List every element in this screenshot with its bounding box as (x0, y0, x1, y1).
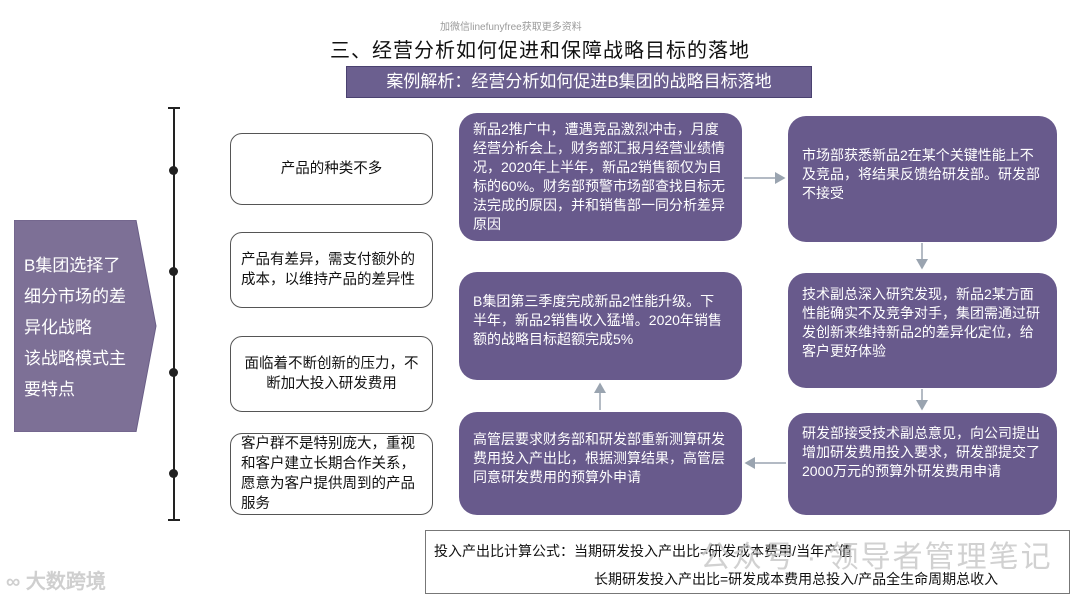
page-title: 三、经营分析如何促进和保障战略目标的落地 (330, 40, 750, 62)
strategy-line: 异化战略 (24, 318, 92, 337)
feature-text: 产品有差异，需支付额外的成本，以维持产品的差异性 (241, 252, 415, 288)
infinity-icon: ∞ (6, 571, 26, 593)
flow-step-text: 研发部接受技术副总意见，向公司提出增加研发费用投入要求，研发部提交了2000万元… (802, 425, 1040, 479)
case-subtitle-banner: 案例解析：经营分析如何促进B集团的战略目标落地 (346, 66, 812, 98)
strategy-arrow-shape (14, 220, 157, 432)
flow-step-text: 新品2推广中，遭遇竞品激烈冲击，月度经营分析会上，财务部汇报月经营业绩情况，20… (473, 121, 726, 232)
formula-line-longterm: 长期研发投入产出比=研发成本费用总投入/产品全生命周期总收入 (594, 571, 999, 587)
flow-step-text: 市场部获悉新品2在某个关键性能上不及竞品，将结果反馈给研发部。研发部不接受 (802, 147, 1040, 201)
strategy-line: B集团选择了 (24, 256, 121, 275)
feature-box-2: 产品有差异，需支付额外的成本，以维持产品的差异性 (230, 232, 433, 308)
timeline-dot (169, 267, 178, 276)
feature-text: 客户群不是特别庞大，重视和客户建立长期合作关系，愿意为客户提供周到的产品服务 (241, 436, 415, 512)
formula-line-current: 投入产出比计算公式：当期研发投入产出比=研发成本费用/当年产值 (434, 543, 853, 559)
brand-watermark-text: 大数跨境 (25, 571, 106, 593)
flow-step-6: B集团第三季度完成新品2性能升级。下半年，新品2销售收入猛增。2020年销售额的… (459, 272, 742, 380)
timeline-dot (169, 469, 178, 478)
strategy-line: 该战略模式主 (24, 349, 126, 368)
flow-step-4: 研发部接受技术副总意见，向公司提出增加研发费用投入要求，研发部提交了2000万元… (788, 413, 1057, 515)
flow-step-text: 高管层要求财务部和研发部重新测算研发费用投入产出比，根据测算结果，高管层同意研发… (473, 431, 725, 485)
feature-timeline (173, 108, 175, 520)
timeline-tick (168, 519, 180, 521)
feature-box-3: 面临着不断创新的压力，不断加大投入研发费用 (230, 336, 433, 412)
feature-box-4: 客户群不是特别庞大，重视和客户建立长期合作关系，愿意为客户提供周到的产品服务 (230, 433, 433, 515)
feature-box-1: 产品的种类不多 (230, 133, 433, 205)
account-watermark: 公众号 · 领导者管理笔记 (700, 541, 1053, 574)
flow-step-text: B集团第三季度完成新品2性能升级。下半年，新品2销售收入猛增。2020年销售额的… (473, 293, 722, 347)
formula-box: 投入产出比计算公式：当期研发投入产出比=研发成本费用/当年产值 长期研发投入产出… (425, 530, 1070, 594)
flow-step-3: 技术副总深入研究发现，新品2某方面性能确实不及竞争对手，集团需通过研发创新来维持… (788, 273, 1057, 388)
brand-watermark: ∞ 大数跨境 (6, 565, 106, 594)
strategy-line: 要特点 (24, 380, 75, 399)
feature-text: 面临着不断创新的压力，不断加大投入研发费用 (244, 356, 419, 392)
feature-text: 产品的种类不多 (280, 161, 383, 177)
timeline-dot (169, 166, 178, 175)
flow-step-5: 高管层要求财务部和研发部重新测算研发费用投入产出比，根据测算结果，高管层同意研发… (459, 412, 742, 515)
flow-step-1: 新品2推广中，遭遇竞品激烈冲击，月度经营分析会上，财务部汇报月经营业绩情况，20… (459, 113, 742, 241)
timeline-dot (169, 368, 178, 377)
timeline-tick (168, 107, 180, 109)
flow-step-2: 市场部获悉新品2在某个关键性能上不及竞品，将结果反馈给研发部。研发部不接受 (788, 116, 1057, 242)
strategy-line: 细分市场的差 (24, 287, 126, 306)
strategy-summary-text: B集团选择了 细分市场的差 异化战略 该战略模式主 要特点 (24, 250, 142, 405)
top-watermark: 加微信linefunyfree获取更多资料 (440, 22, 582, 33)
flow-step-text: 技术副总深入研究发现，新品2某方面性能确实不及竞争对手，集团需通过研发创新来维持… (802, 286, 1040, 359)
